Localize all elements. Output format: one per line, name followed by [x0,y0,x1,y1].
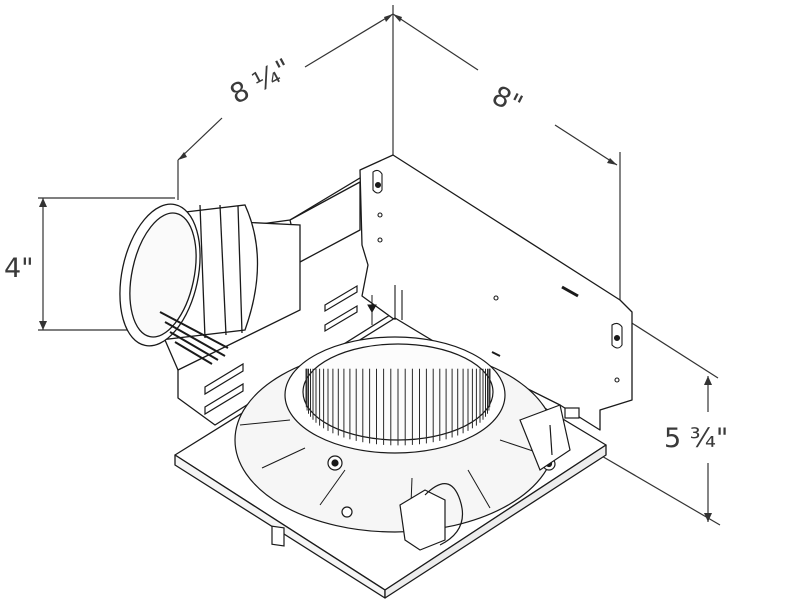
dimension-height-label: 5 ¾" [664,423,729,454]
wiring-box [399,404,580,551]
duct-ribs [159,311,229,365]
mounting-plate-details [372,169,623,383]
motor-mount [271,455,556,547]
dimension-arrows [39,14,712,522]
dimension-lines [38,5,721,526]
dimension-duct-label: 4" [4,253,34,284]
side-wall-slots [204,284,358,416]
blower-fins [305,368,491,446]
screw-marker [367,295,377,325]
duct-connector [119,203,301,371]
